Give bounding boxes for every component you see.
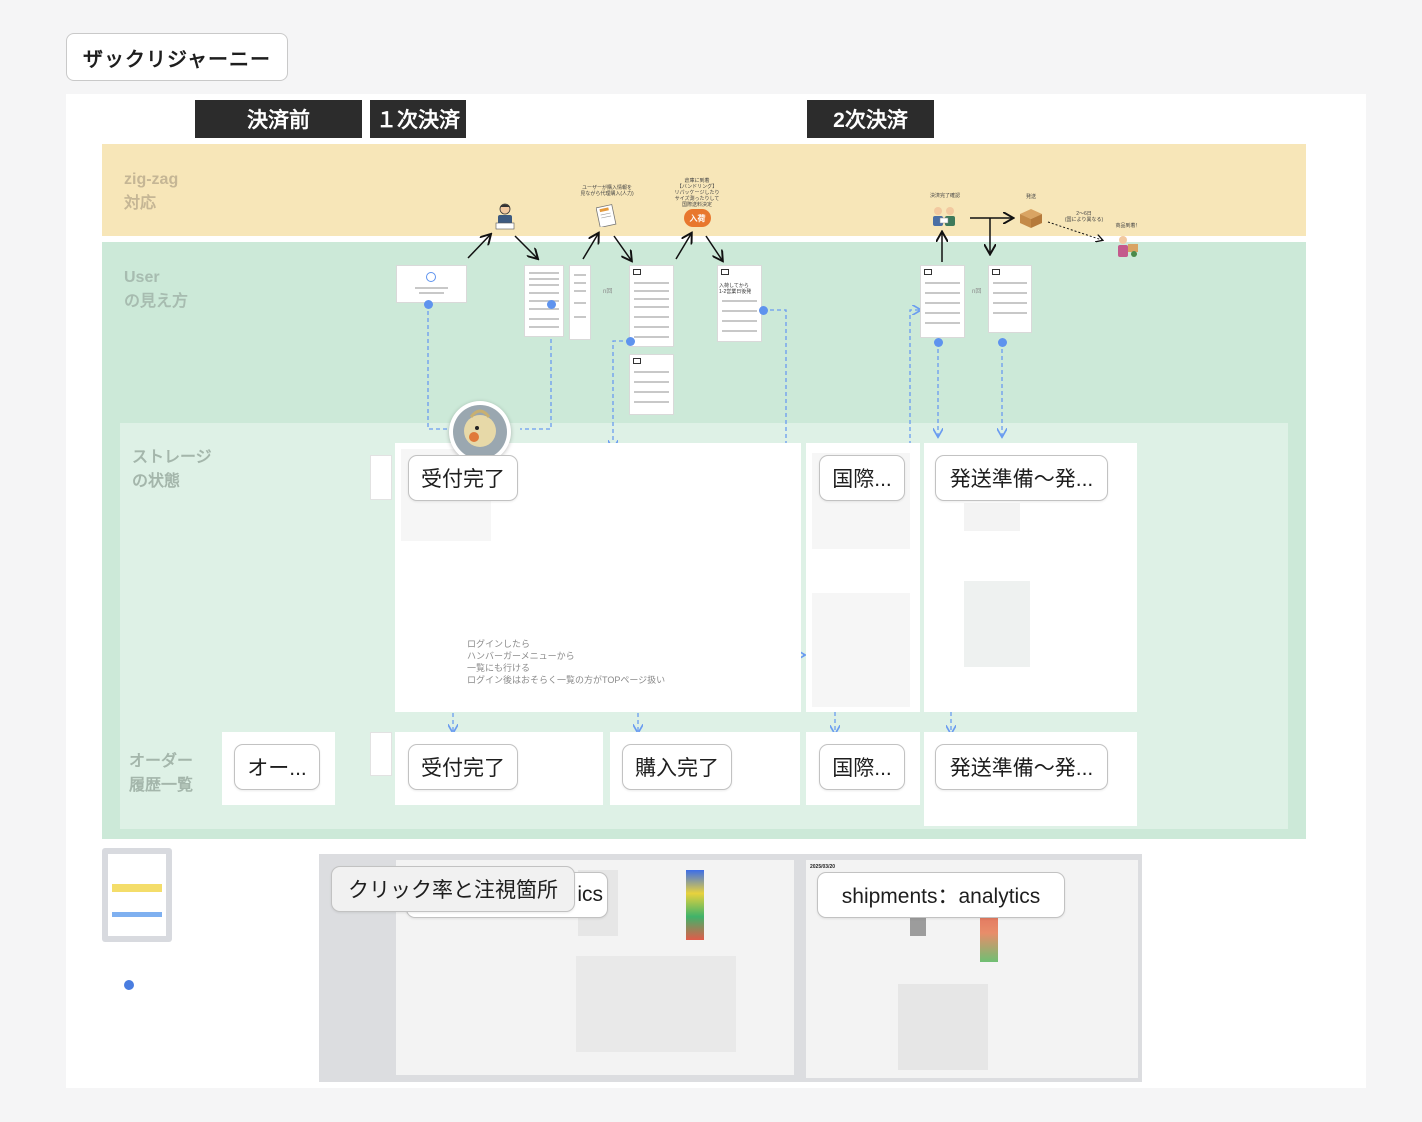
phase-second-payment[interactable]: 2次決済 xyxy=(807,100,934,138)
connector-dot[interactable] xyxy=(547,300,556,309)
storage-screen-thumb xyxy=(812,593,910,707)
avatar[interactable] xyxy=(449,401,511,463)
note-arrival: 倉庫に到着 【バンドリング】 リパッケージしたり サイズ測ったりして 国際送料決… xyxy=(670,178,724,208)
minimap-yellow-band xyxy=(112,884,162,892)
order-card-accepted[interactable]: 受付完了 xyxy=(408,744,518,790)
storage-screen-thumb xyxy=(964,503,1020,531)
operator-person-icon xyxy=(494,202,516,230)
lane-label-order-history: オーダー 履歴一覧 xyxy=(129,750,193,798)
order-side-thumb[interactable] xyxy=(370,732,392,776)
two-people-icon xyxy=(930,205,958,227)
storage-card-shipping-prep[interactable]: 発送準備〜発... xyxy=(935,455,1108,501)
analytics-screen-grid xyxy=(576,956,736,1052)
note-n-times-2: n回 xyxy=(972,286,981,298)
mail-icon xyxy=(721,269,729,275)
connector-dot[interactable] xyxy=(424,300,433,309)
mail-thumb-4[interactable] xyxy=(920,265,965,338)
delivery-person-icon xyxy=(1116,234,1140,260)
mail-icon xyxy=(924,269,932,275)
mini-doc-circle xyxy=(124,980,134,990)
screen-thumb-form[interactable] xyxy=(524,265,564,337)
analytics-screen-grid xyxy=(898,984,988,1070)
connector-dot[interactable] xyxy=(626,337,635,346)
order-card-shipping-prep[interactable]: 発送準備〜発... xyxy=(935,744,1108,790)
note-user-input: ユーザーが購入情報を 見ながら代理購入(人力) xyxy=(578,185,636,197)
storage-side-thumb[interactable] xyxy=(370,455,392,500)
order-card-purchased[interactable]: 購入完了 xyxy=(622,744,732,790)
analytics-title-shipments[interactable]: shipments：analytics xyxy=(817,872,1065,918)
mail-thumb-3[interactable]: 入荷してから 1-2営業日後発 xyxy=(717,265,762,342)
storage-card-international[interactable]: 国際... xyxy=(819,455,905,501)
lane-label-user-view: User の見え方 xyxy=(124,266,188,314)
minimap-blue-band xyxy=(112,912,162,917)
document-icon xyxy=(596,203,618,227)
lane-label-zigzag: zig-zag 対応 xyxy=(124,168,178,216)
arrival-badge: 入荷 xyxy=(684,209,711,227)
lane-label-storage: ストレージ の状態 xyxy=(132,446,212,494)
analytics-title-click-rate[interactable]: クリック率と注視箇所 xyxy=(331,866,575,912)
mail-icon xyxy=(633,269,641,275)
mail-icon xyxy=(992,269,1000,275)
board-title[interactable]: ザックリジャーニー xyxy=(66,33,288,81)
screen-thumb-entry[interactable] xyxy=(396,265,467,303)
check-icon xyxy=(426,272,436,282)
mail-thumb-2[interactable] xyxy=(629,354,674,415)
note-n-times-1: n回 xyxy=(603,286,612,298)
connector-dot[interactable] xyxy=(934,338,943,347)
mail-thumb-1[interactable] xyxy=(629,265,674,347)
note-days: 2〜6日 (国により異なる) xyxy=(1062,211,1106,223)
note-shipping: 発送 xyxy=(1020,194,1042,200)
shipments-date: 2025/03/20 xyxy=(810,864,835,870)
mail-note: 入荷してから 1-2営業日後発 xyxy=(719,283,751,295)
storage-screen-thumb xyxy=(964,581,1030,667)
connector-dot[interactable] xyxy=(998,338,1007,347)
phase-pre-payment[interactable]: 決済前 xyxy=(195,100,362,138)
phase-first-payment[interactable]: １次決済 xyxy=(370,100,466,138)
login-note: ログインしたら ハンバーガーメニューから 一覧にも行ける ログイン後はおそらく一… xyxy=(467,638,665,686)
minimap-page xyxy=(108,854,166,936)
minimap-frame[interactable] xyxy=(102,848,172,942)
package-box-icon xyxy=(1018,207,1044,229)
order-card-international[interactable]: 国際... xyxy=(819,744,905,790)
note-delivered: 商品到着！ xyxy=(1110,223,1146,229)
storage-card-accepted[interactable]: 受付完了 xyxy=(408,455,518,501)
mail-icon xyxy=(633,358,641,364)
arrival-badge-label: 入荷 xyxy=(690,213,706,224)
mail-thumb-5[interactable] xyxy=(988,265,1032,333)
note-payment-done: 決済完了確認 xyxy=(924,193,966,199)
order-card-order[interactable]: オー... xyxy=(234,744,320,790)
screen-thumb-form-mobile[interactable] xyxy=(569,265,591,340)
mini-doc-thumb[interactable] xyxy=(112,966,146,996)
heatmap-strip xyxy=(686,870,704,940)
connector-dot[interactable] xyxy=(759,306,768,315)
